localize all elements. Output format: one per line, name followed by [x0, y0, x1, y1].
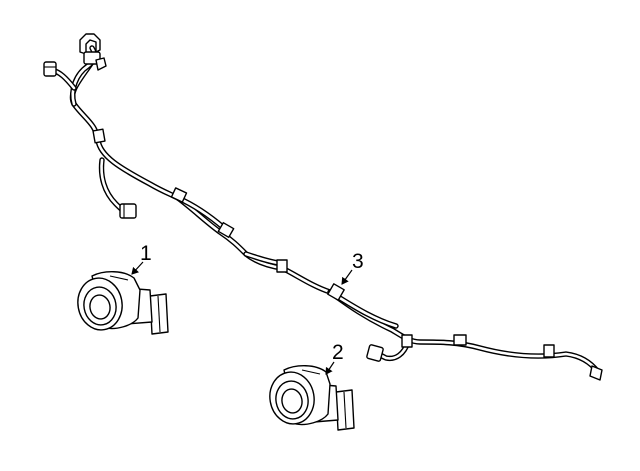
parking-sensor-1[interactable]: [74, 271, 169, 335]
callout-label-1: 1: [140, 242, 152, 265]
wiring-harness[interactable]: [43, 33, 603, 381]
callout-label-3: 3: [352, 250, 364, 273]
callout-3: 3: [341, 250, 364, 285]
callout-2: 2: [325, 341, 344, 375]
parking-sensor-2[interactable]: [266, 365, 355, 431]
callout-1: 1: [131, 242, 152, 275]
callout-label-2: 2: [332, 341, 344, 364]
